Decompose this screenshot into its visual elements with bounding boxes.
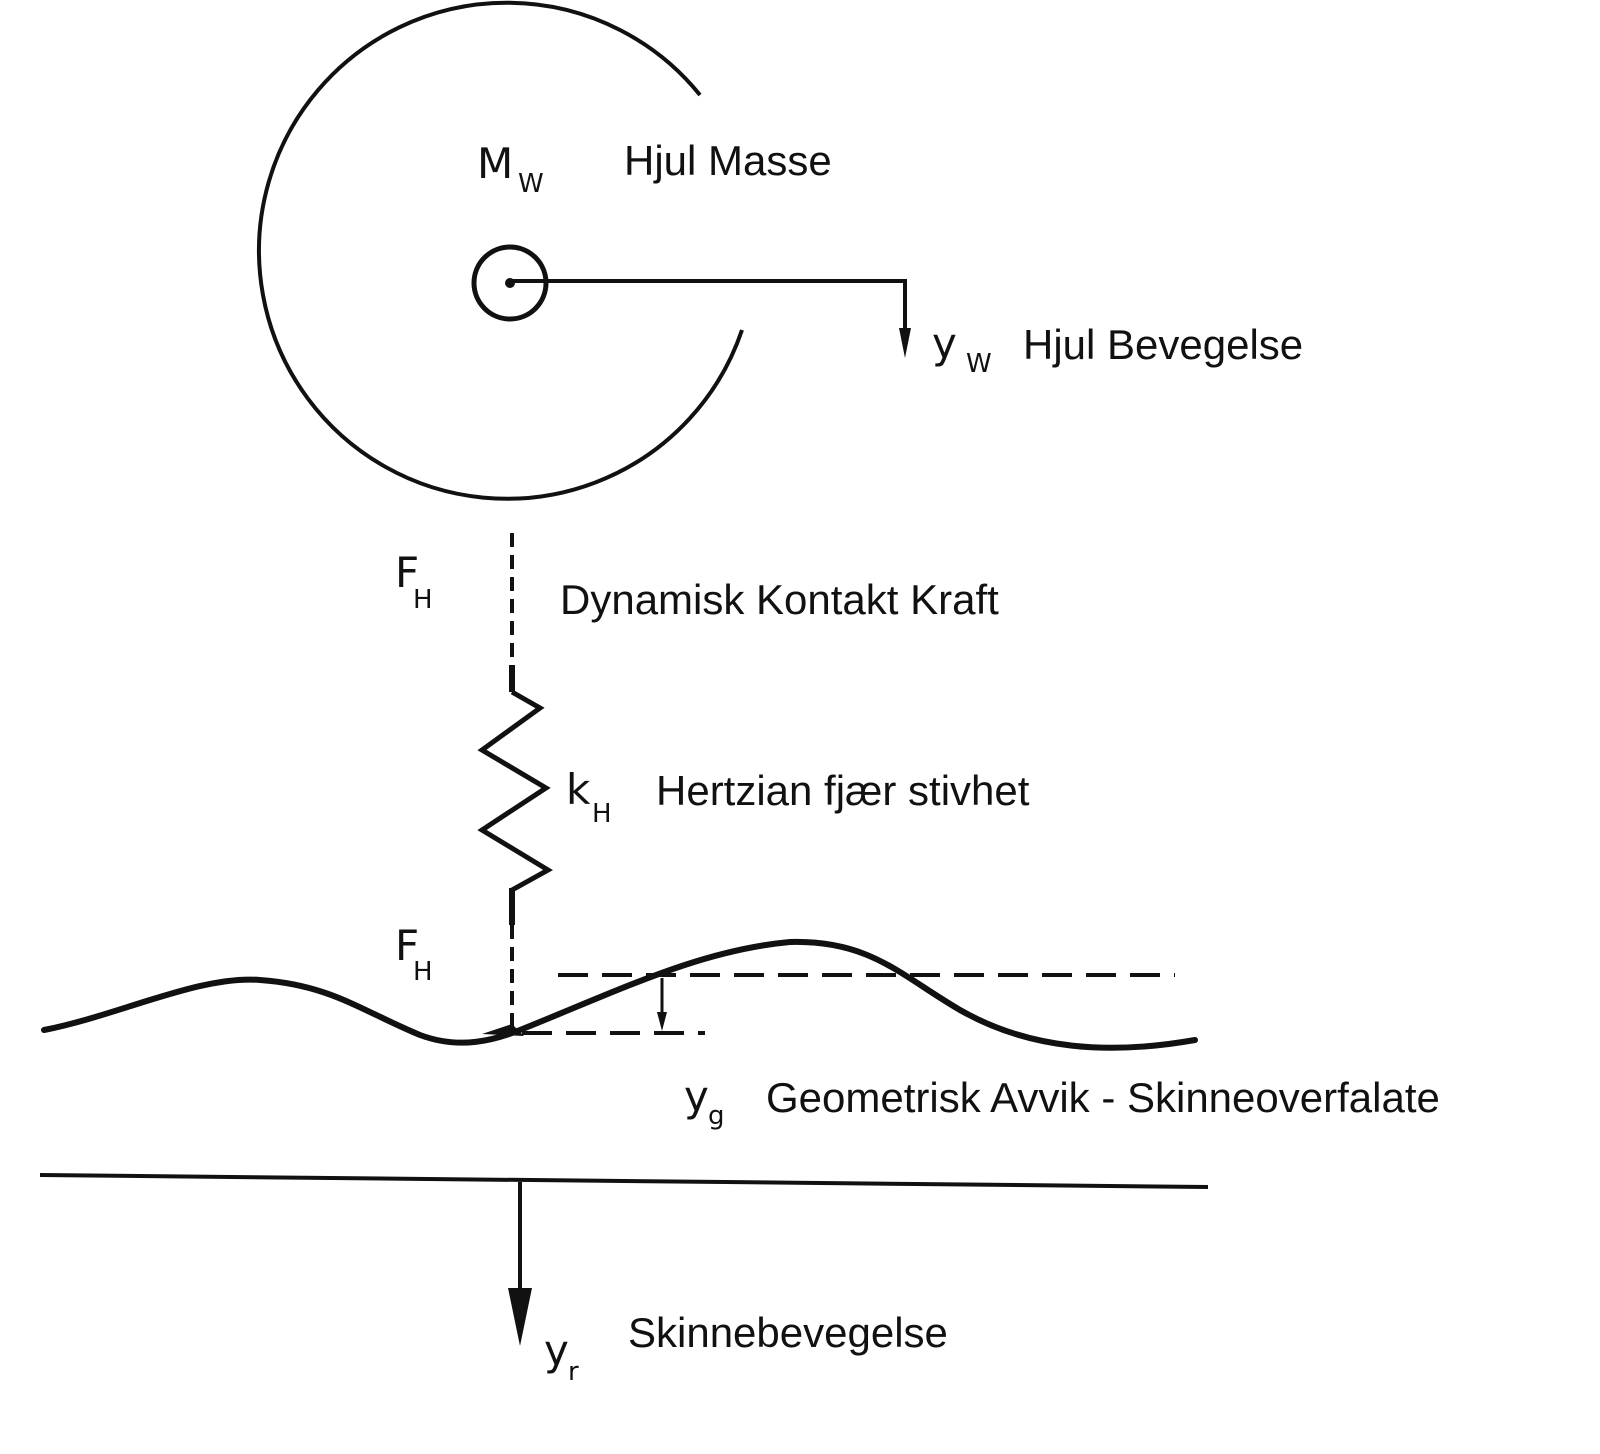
spring-symbol: k bbox=[566, 765, 591, 814]
wheel-mass-subscript: W bbox=[518, 169, 544, 199]
wheel-motion-arrowhead bbox=[899, 328, 911, 358]
rail-motion-symbol: y bbox=[544, 1326, 569, 1375]
wheel-motion-arm bbox=[510, 279, 907, 340]
rail-motion-arrowhead bbox=[508, 1288, 532, 1346]
wheel-mass-symbol: M bbox=[477, 139, 513, 188]
geometric-subscript: g bbox=[708, 1101, 725, 1131]
rail-surface-wave bbox=[41, 938, 1198, 1051]
geometric-symbol: y bbox=[684, 1072, 709, 1121]
force-top-symbol: F bbox=[395, 548, 419, 597]
force-bottom-symbol: F bbox=[395, 921, 419, 970]
wheel-mass-label: Hjul Masse bbox=[624, 137, 832, 184]
hertzian-spring bbox=[477, 689, 553, 893]
spring-subscript: H bbox=[592, 799, 612, 829]
rail-baseline bbox=[39, 1173, 1209, 1189]
force-bottom-subscript: H bbox=[413, 957, 433, 987]
contact-force-label: Dynamisk Kontakt Kraft bbox=[560, 576, 999, 623]
geometric-label: Geometrisk Avvik - Skinneoverfalate bbox=[766, 1074, 1440, 1121]
contact-point-marker bbox=[482, 1024, 524, 1036]
rail-motion-label: Skinnebevegelse bbox=[628, 1309, 948, 1356]
rail-motion-subscript: r bbox=[568, 1357, 579, 1387]
wheel-motion-subscript: W bbox=[966, 349, 992, 379]
force-top-subscript: H bbox=[413, 585, 433, 615]
wheel-motion-label: Hjul Bevegelse bbox=[1023, 321, 1303, 368]
wheel-motion-symbol: y bbox=[932, 319, 957, 368]
wheel-circle bbox=[257, 0, 744, 501]
geometric-deviation-arrowhead bbox=[657, 1012, 667, 1031]
spring-label: Hertzian fjær stivhet bbox=[656, 767, 1030, 814]
